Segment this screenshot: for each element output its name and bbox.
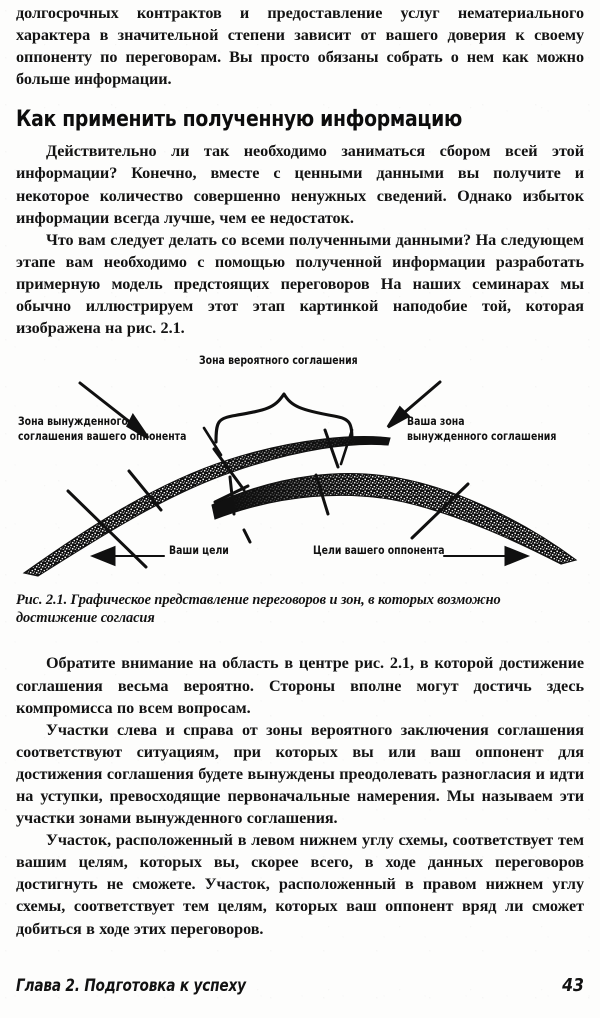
page-footer: Глава 2. Подготовка к успеху 43 [16, 976, 584, 996]
figure-label-forced-zone-yours: Ваша зона вынужденного соглашения [407, 415, 556, 444]
brace-probable-agreement [214, 392, 354, 444]
figure-caption: Рис. 2.1. Графическое представление пере… [16, 592, 501, 626]
figure-label-forced-zone-opponent-line1: Зона вынужденного [18, 415, 128, 429]
annotation-arrows [78, 380, 531, 567]
paragraph-3: Обратите внимание на область в центре ри… [16, 654, 584, 717]
band-opponent [211, 473, 578, 565]
footer-chapter-title: Глава 2. Подготовка к успеху [16, 976, 246, 995]
figure-label-opponent-goals: Цели вашего оппонента [313, 544, 445, 558]
paragraph-5: Участок, расположенный в левом нижнем уг… [16, 831, 584, 938]
paragraph-continued: долгосрочных контрактов и предоставление… [16, 4, 584, 89]
figure-label-your-goals: Ваши цели [169, 544, 229, 558]
figure-diagram [22, 380, 578, 577]
tick-marks [66, 428, 470, 569]
leader-lines [202, 426, 354, 466]
spacer [16, 627, 584, 652]
section-heading: Как применить полученную информацию [16, 107, 462, 133]
paragraph-1: Действительно ли так необходимо занимать… [16, 142, 584, 227]
figure-label-forced-zone-yours-line1: Ваша зона [407, 415, 465, 429]
figure-label-forced-zone-opponent: Зона вынужденного соглашения вашего оппо… [18, 415, 186, 444]
paragraph-4: Участки слева и справа от зоны вероятног… [16, 720, 584, 828]
figure-label-forced-zone-opponent-line2: соглашения вашего оппонента [18, 429, 187, 443]
band-yours [22, 436, 391, 577]
page-number: 43 [562, 976, 584, 996]
paragraph-2: Что вам следует делать со всеми полученн… [16, 230, 584, 338]
figure-label-probable-agreement: Зона вероятного соглашения [199, 354, 358, 368]
figure-2-1: Зона вероятного соглашения Зона вынужден… [16, 352, 584, 584]
figure-label-forced-zone-yours-line2: вынужденного соглашения [407, 429, 557, 443]
